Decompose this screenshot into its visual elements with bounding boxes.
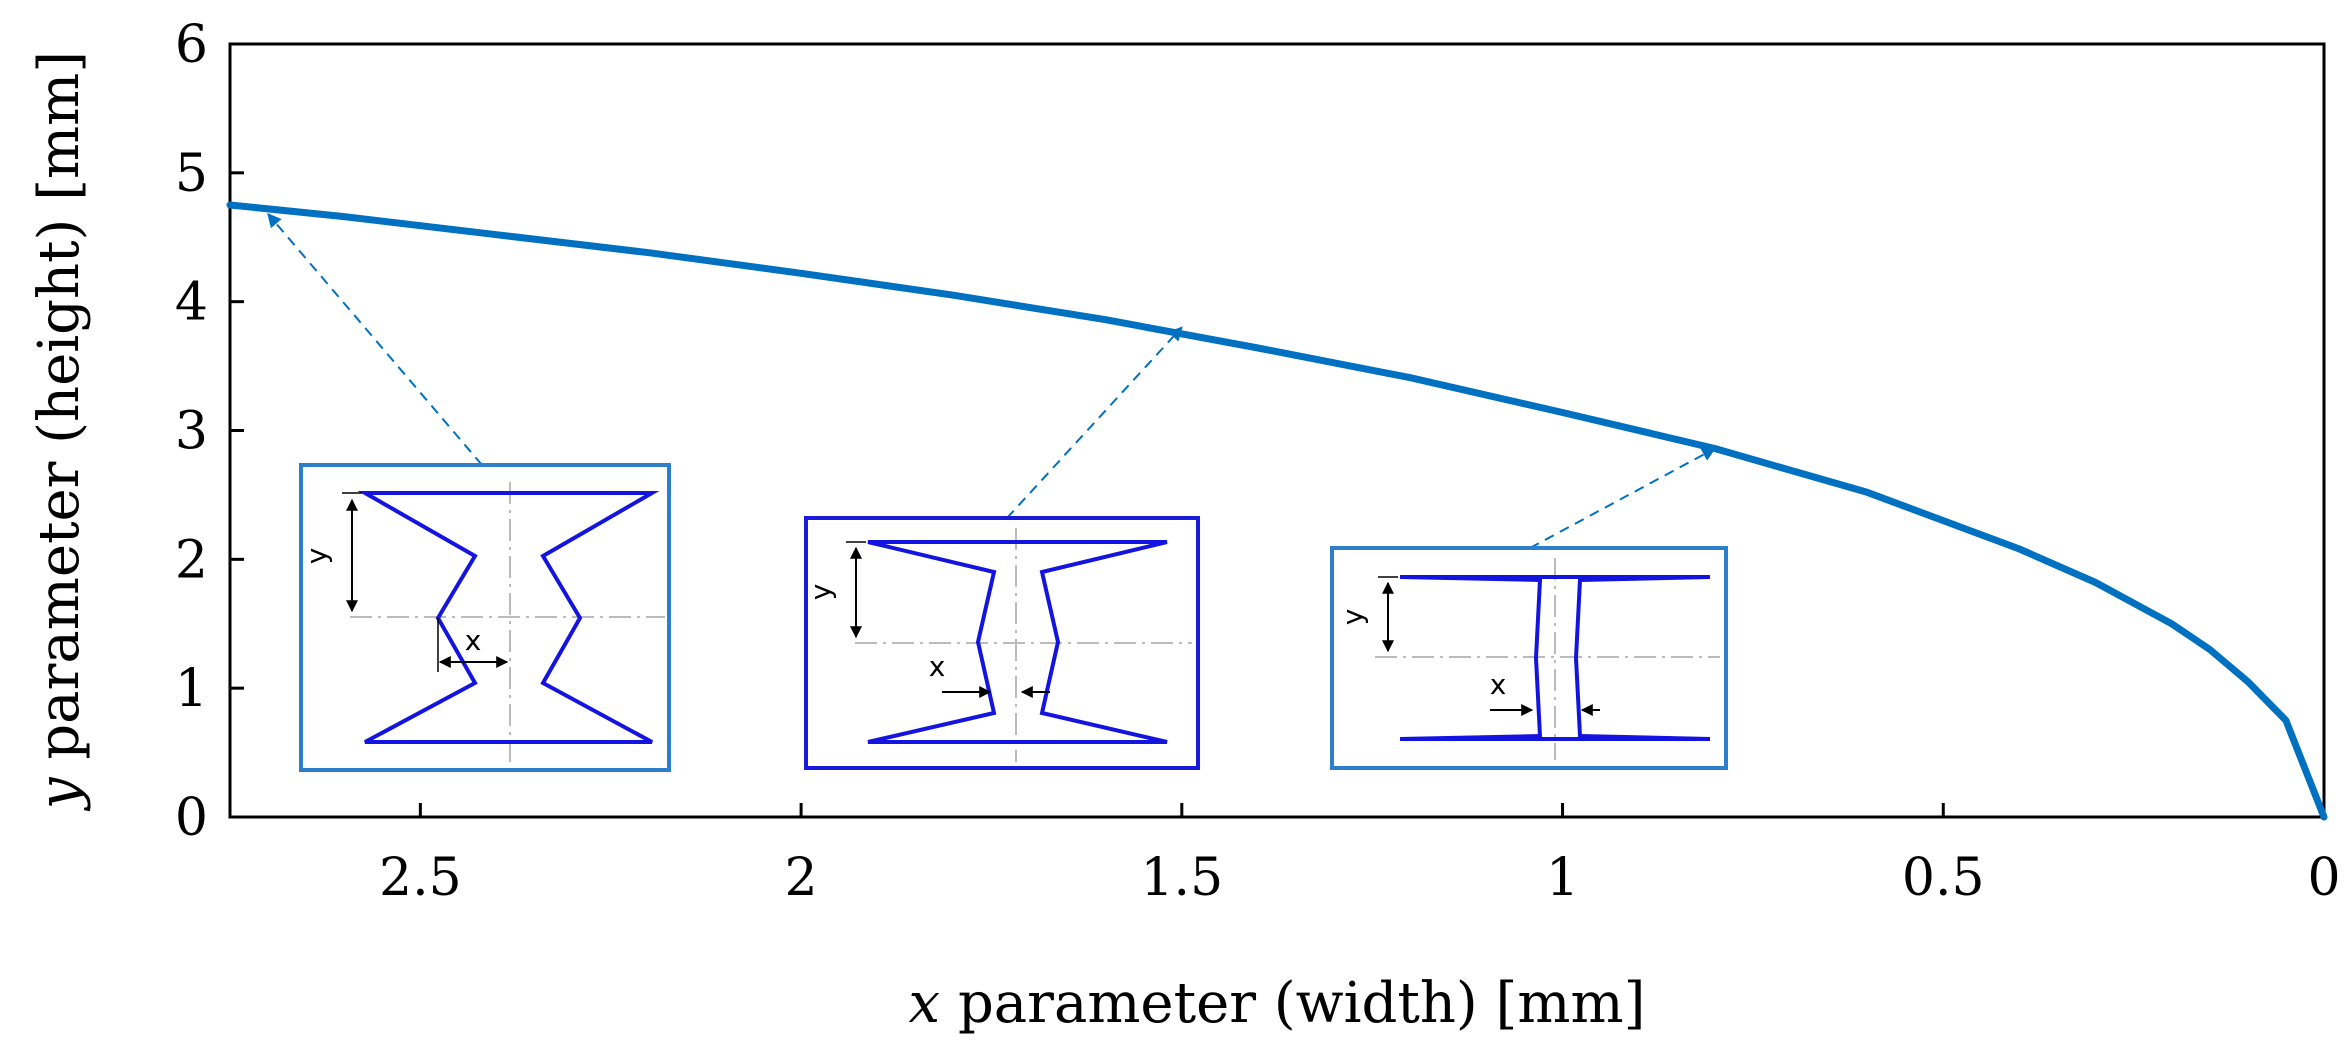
x-tick-label: 0 <box>2307 848 2340 908</box>
inset-3-x-label: x <box>1490 668 1507 701</box>
inset-1-cell-shape <box>357 491 660 744</box>
y-axis-label: parameter (height) [mm] <box>27 51 92 778</box>
y-axis-title: y parameter (height) [mm] <box>27 51 92 812</box>
inset-2-x-label: x <box>929 650 946 683</box>
x-tick-label: 1 <box>1546 848 1579 908</box>
inset-2: y x <box>804 516 1200 770</box>
x-tick-label: 2 <box>785 848 818 908</box>
x-axis-title: x parameter (width) [mm] <box>909 971 1646 1036</box>
y-tick-label: 1 <box>175 659 208 719</box>
inset-1: y x <box>299 463 671 772</box>
y-tick-label: 5 <box>175 144 208 204</box>
inset-3-y-label: y <box>1336 609 1369 626</box>
x-axis-ticks: 2.5 2 1.5 1 0.5 0 <box>379 803 2341 908</box>
y-tick-label: 4 <box>175 273 208 333</box>
inset-1-y-label: y <box>300 548 333 565</box>
y-axis-var: y <box>27 776 92 812</box>
inset-3-cell-shape <box>1399 575 1711 741</box>
y-tick-label: 6 <box>175 15 208 75</box>
annotation-arrow-1 <box>267 213 483 466</box>
y-tick-label: 3 <box>175 402 208 462</box>
x-tick-label: 1.5 <box>1140 848 1223 908</box>
y-tick-label: 0 <box>175 788 208 848</box>
inset-2-cell-shape <box>867 540 1168 744</box>
annotation-arrow-2 <box>1006 326 1183 519</box>
y-axis-ticks: 0 1 2 3 4 5 6 <box>175 15 244 848</box>
x-axis-var: x <box>909 971 941 1036</box>
x-tick-label: 0.5 <box>1902 848 1985 908</box>
y-tick-label: 2 <box>175 530 208 590</box>
inset-2-y-label: y <box>804 584 837 601</box>
series-line <box>226 201 2328 821</box>
x-axis-label: parameter (width) [mm] <box>940 971 1645 1036</box>
inset-3: y x <box>1330 546 1728 770</box>
inset-1-x-label: x <box>465 624 482 657</box>
annotation-arrow-3 <box>1529 447 1717 549</box>
x-tick-label: 2.5 <box>379 848 462 908</box>
